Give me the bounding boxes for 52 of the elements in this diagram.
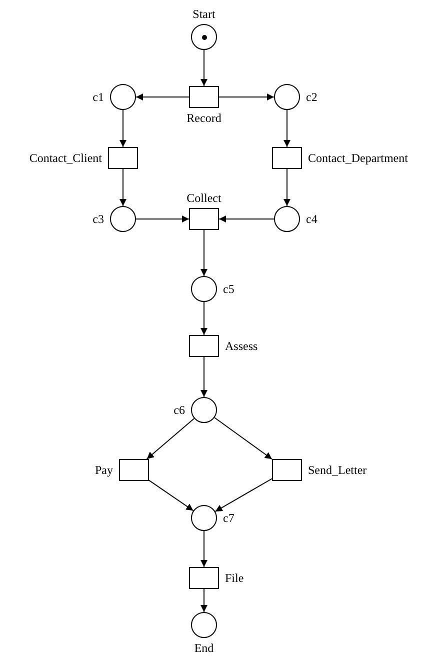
node-label: Contact_Department [308, 151, 408, 165]
node-label: Contact_Client [29, 151, 102, 165]
place-circle [110, 84, 136, 110]
arrow [200, 356, 208, 398]
arrow [200, 530, 208, 568]
transition-box [119, 459, 149, 481]
node-label: Collect [186, 191, 222, 205]
transition-box [189, 86, 219, 108]
place-circle [274, 84, 300, 110]
transition-box [272, 147, 302, 169]
place-circle [191, 276, 217, 302]
place-circle [274, 206, 300, 232]
node-label: c4 [306, 212, 318, 226]
arrow [120, 168, 126, 206]
arrow [136, 216, 190, 222]
arrow [218, 94, 274, 100]
place-circle [110, 206, 136, 232]
arrow [200, 50, 208, 86]
arrow [214, 478, 272, 512]
node-label: Record [186, 111, 222, 125]
place-circle [191, 397, 217, 423]
node-label: End [194, 641, 214, 655]
node-label: c1 [92, 90, 104, 104]
arrow [200, 588, 208, 612]
transition-box [189, 567, 219, 589]
transition-box [108, 147, 138, 169]
place-circle [191, 24, 217, 50]
node-label: c3 [92, 212, 104, 226]
node-label: Send_Letter [308, 463, 367, 477]
arrow [120, 110, 126, 148]
transition-box [272, 459, 302, 481]
arrow [200, 230, 208, 276]
node-label: Pay [95, 463, 113, 477]
place-circle [191, 505, 217, 531]
arrow [218, 216, 274, 222]
node-label: Assess [225, 339, 258, 353]
node-label: c5 [223, 282, 234, 296]
transition-box [189, 335, 219, 357]
node-label: File [225, 571, 244, 585]
node-label: c7 [223, 511, 234, 525]
node-label: c6 [174, 403, 185, 417]
node-label: c2 [306, 90, 318, 104]
arrow [284, 168, 290, 206]
arrow [136, 94, 190, 100]
arrow [284, 110, 290, 148]
place-circle [191, 612, 217, 638]
node-label: Start [192, 7, 216, 21]
arrow [214, 417, 272, 460]
arrow [200, 302, 208, 336]
arrow [146, 418, 195, 460]
arrow [148, 480, 194, 512]
transition-box [189, 208, 219, 230]
